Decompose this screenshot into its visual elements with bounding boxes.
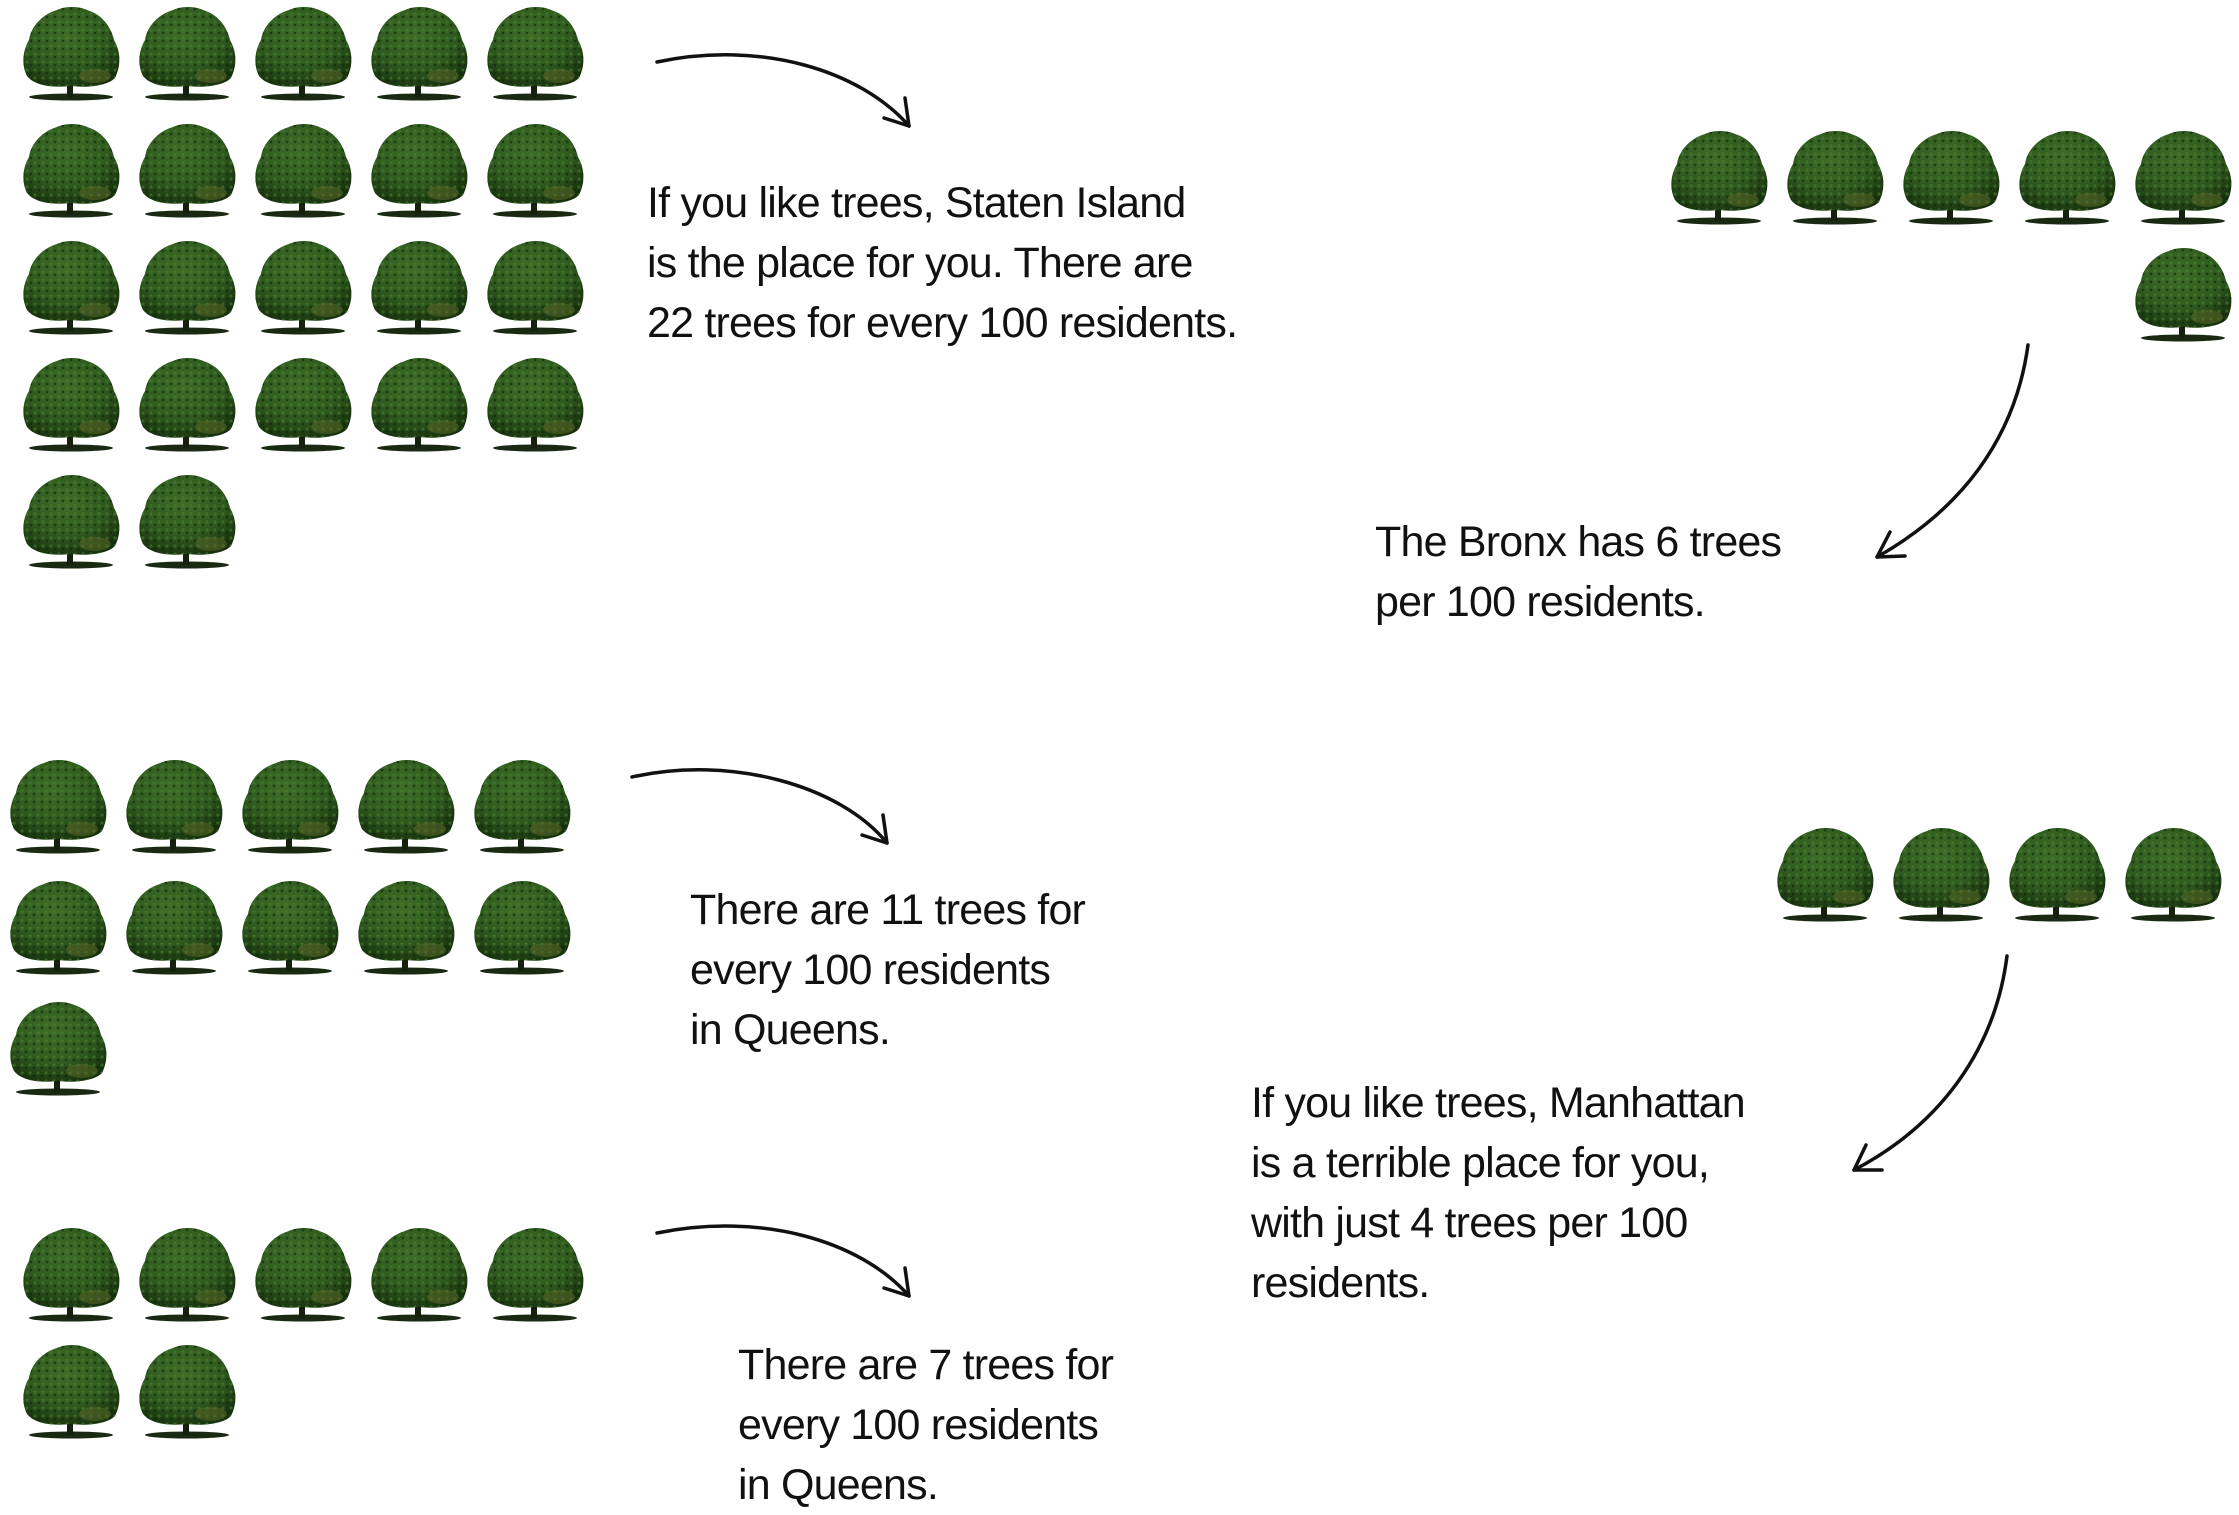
caption-line: every 100 residents <box>690 946 1051 994</box>
caption-queens-11: There are 11 trees for every 100 residen… <box>690 880 1086 1060</box>
tree-icon <box>2129 128 2237 228</box>
tree-icon <box>17 472 125 572</box>
tree-icon <box>4 999 112 1099</box>
caption-line: with just 4 trees per 100 <box>1251 1199 1688 1247</box>
tree-icon <box>2119 825 2227 925</box>
tree-icon <box>1897 128 2005 228</box>
caption-line: There are 11 trees for <box>690 886 1086 934</box>
arrow-icon <box>655 1224 911 1298</box>
tree-icon <box>249 4 357 104</box>
tree-icon <box>17 238 125 338</box>
caption-line: is a terrible place for you, <box>1251 1139 1710 1187</box>
tree-icon <box>133 1225 241 1325</box>
caption-line: If you like trees, Manhattan <box>1251 1079 1746 1127</box>
arrow-icon <box>1852 954 2009 1172</box>
tree-icon <box>1781 128 1889 228</box>
tree-icon <box>481 355 589 455</box>
caption-line: every 100 residents <box>738 1401 1099 1449</box>
tree-icon <box>481 121 589 221</box>
tree-icon <box>2013 128 2121 228</box>
tree-icon <box>17 1225 125 1325</box>
arrow-icon <box>655 53 911 128</box>
caption-line: residents. <box>1251 1259 1430 1307</box>
tree-icon <box>2129 245 2237 345</box>
caption-manhattan: If you like trees, Manhattan is a terrib… <box>1251 1073 1746 1313</box>
caption-line: 22 trees for every 100 residents. <box>647 299 1238 347</box>
tree-icon <box>1887 825 1995 925</box>
tree-icon <box>352 878 460 978</box>
tree-icon <box>2003 825 2111 925</box>
caption-bronx: The Bronx has 6 trees per 100 residents. <box>1375 512 1782 632</box>
tree-icon <box>133 238 241 338</box>
tree-icon <box>249 355 357 455</box>
tree-icon <box>17 1342 125 1442</box>
tree-icon <box>133 355 241 455</box>
tree-icon <box>17 4 125 104</box>
tree-icon <box>120 878 228 978</box>
arrow-icon <box>630 768 889 845</box>
tree-icon <box>1665 128 1773 228</box>
caption-line: per 100 residents. <box>1375 578 1706 626</box>
tree-icon <box>468 878 576 978</box>
tree-icon <box>17 121 125 221</box>
tree-icon <box>352 757 460 857</box>
tree-icon <box>481 238 589 338</box>
tree-icon <box>365 238 473 338</box>
caption-line: The Bronx has 6 trees <box>1375 518 1782 566</box>
tree-icon <box>236 757 344 857</box>
tree-icon <box>236 878 344 978</box>
caption-line: There are 7 trees for <box>738 1341 1114 1389</box>
tree-icon <box>481 4 589 104</box>
tree-icon <box>4 878 112 978</box>
arrow-icon <box>1875 343 2030 559</box>
tree-icon <box>133 4 241 104</box>
tree-icon <box>365 4 473 104</box>
tree-icon <box>4 757 112 857</box>
tree-icon <box>249 1225 357 1325</box>
tree-icon <box>17 355 125 455</box>
caption-line: If you like trees, Staten Island <box>647 179 1186 227</box>
tree-icon <box>133 121 241 221</box>
tree-icon <box>365 121 473 221</box>
tree-icon <box>365 1225 473 1325</box>
tree-icon <box>120 757 228 857</box>
caption-line: in Queens. <box>738 1461 939 1509</box>
tree-icon <box>365 355 473 455</box>
caption-line: in Queens. <box>690 1006 891 1054</box>
caption-staten-island: If you like trees, Staten Island is the … <box>647 173 1238 353</box>
tree-icon <box>249 238 357 338</box>
tree-icon <box>249 121 357 221</box>
tree-icon <box>133 1342 241 1442</box>
tree-icon <box>133 472 241 572</box>
tree-icon <box>1771 825 1879 925</box>
tree-icon <box>468 757 576 857</box>
caption-queens-7: There are 7 trees for every 100 resident… <box>738 1335 1114 1515</box>
tree-icon <box>481 1225 589 1325</box>
caption-line: is the place for you. There are <box>647 239 1193 287</box>
